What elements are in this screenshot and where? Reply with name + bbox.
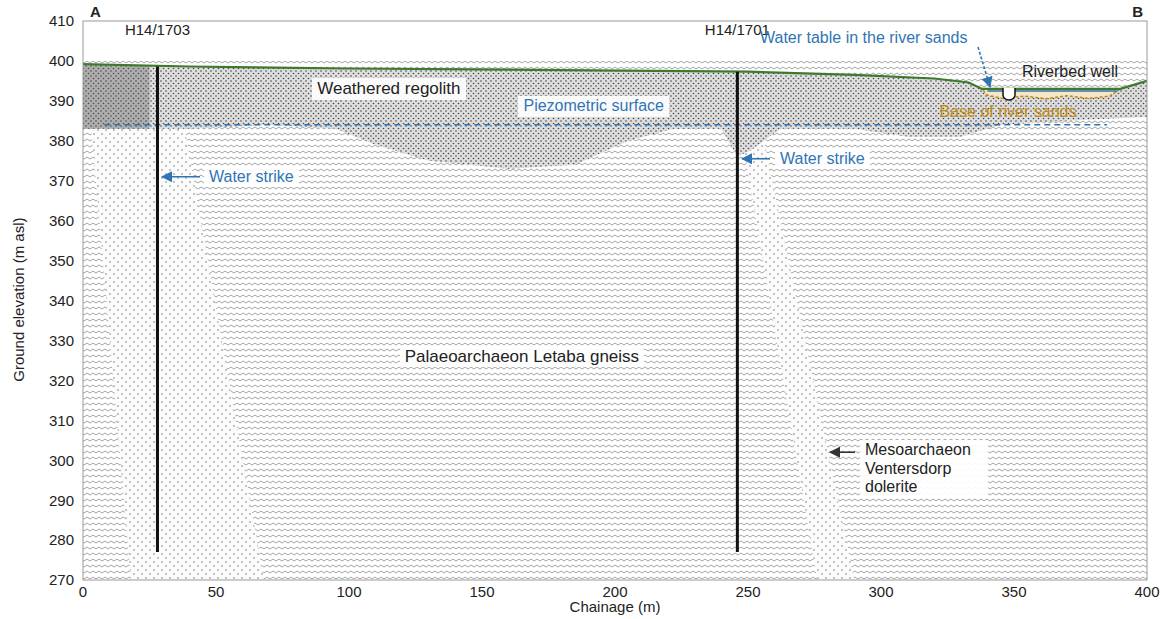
surface-label: Piezometric surface	[518, 96, 669, 116]
tick-label: 280	[49, 531, 74, 548]
tick-label: 400	[49, 52, 74, 69]
well-label: Riverbed well	[1022, 63, 1118, 81]
leader-arrow	[978, 47, 990, 87]
tick-label: 400	[1134, 583, 1159, 600]
axis-title: Chainage (m)	[570, 598, 661, 615]
leader-arrow	[742, 158, 770, 160]
plot-frame	[83, 21, 1147, 580]
regolith-layer	[83, 64, 1147, 169]
tick-label: 380	[49, 132, 74, 149]
dolerite-dyke	[743, 141, 855, 580]
tick-label: 250	[735, 583, 760, 600]
tick-label: 300	[868, 583, 893, 600]
tick-label: 270	[49, 571, 74, 588]
piezometric-line	[104, 124, 1107, 126]
tick-label: 390	[49, 92, 74, 109]
tick-label: 410	[49, 12, 74, 29]
axis-title: Ground elevation (m asl)	[9, 218, 26, 382]
borehole	[736, 72, 739, 552]
leader-arrow	[162, 176, 200, 178]
tick-label: 290	[49, 492, 74, 509]
rock-unit-label: Palaeoarchaeon Letaba gneiss	[400, 346, 644, 368]
gneiss-body	[83, 61, 1147, 580]
tick-label: 350	[49, 252, 74, 269]
well-symbol	[1003, 88, 1015, 100]
water-strike-label: Water strike	[204, 167, 299, 187]
tick-label: 320	[49, 372, 74, 389]
regolith-shade	[83, 64, 150, 129]
sands-base-label: Base of river sands	[940, 103, 1077, 121]
tick-label: 370	[49, 172, 74, 189]
tick-label: 330	[49, 332, 74, 349]
tick-label: 360	[49, 212, 74, 229]
tick-label: 0	[79, 583, 87, 600]
tick-label: 200	[602, 583, 627, 600]
tick-label: 300	[49, 452, 74, 469]
borehole-id: H14/1703	[125, 21, 190, 38]
rock-unit-label: Mesoarchaeon Ventersdorp dolerite	[860, 440, 988, 497]
borehole	[156, 67, 159, 553]
tick-label: 310	[49, 412, 74, 429]
dolerite-dyke	[91, 125, 264, 580]
tick-label: 100	[336, 583, 361, 600]
leader-arrow	[830, 451, 855, 453]
layer-label: Weathered regolith	[312, 78, 465, 100]
tick-label: 50	[208, 583, 225, 600]
section-end: A	[90, 3, 101, 20]
water-strike-label: Water strike	[775, 149, 870, 169]
tick-label: 340	[49, 292, 74, 309]
section-end: B	[1132, 3, 1143, 20]
tick-label: 150	[469, 583, 494, 600]
water-table-label: Water table in the river sands	[760, 29, 968, 47]
tick-label: 350	[1001, 583, 1026, 600]
